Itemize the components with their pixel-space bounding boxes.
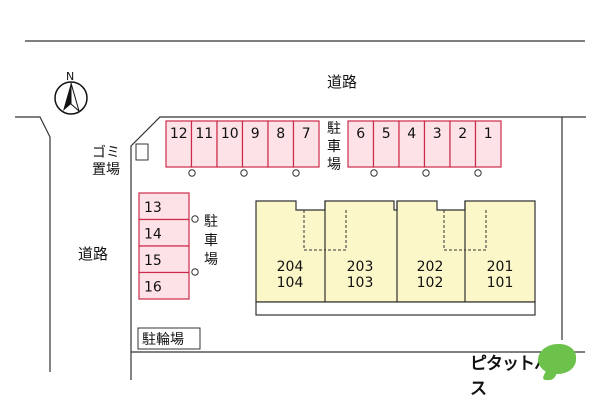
unit-number-lower: 103	[347, 275, 374, 291]
wheel-stop	[422, 169, 430, 177]
stairwell-outline	[464, 210, 487, 251]
parking-space-number: 16	[144, 280, 162, 296]
balcony-strip	[255, 301, 536, 316]
parking-space-number: 5	[382, 126, 391, 142]
parking-label-char-1: 駐	[327, 121, 341, 137]
parking-space-11	[190, 120, 218, 168]
parking-space-number: 13	[144, 200, 162, 216]
parking-space-number: 12	[170, 126, 188, 142]
wheel-stop	[292, 169, 300, 177]
road-label-left: 道路	[78, 245, 108, 263]
garbage-box-icon	[135, 143, 149, 161]
wheel-stop	[474, 169, 482, 177]
parking-space-13	[138, 192, 190, 221]
unit-number-lower: 104	[277, 275, 304, 291]
parking-space-14	[138, 218, 190, 247]
parking-space-number: 14	[144, 227, 162, 243]
bicycle-parking-box	[137, 327, 201, 350]
unit-number-lower: 101	[487, 275, 514, 291]
parking-space-8	[267, 120, 295, 168]
parking-label-char-2: 車	[327, 138, 341, 155]
parking-side-char-3: 場	[204, 252, 218, 268]
unit-number-upper: 202	[417, 259, 444, 275]
parking-side-label: 駐 車 場	[204, 214, 218, 268]
parking-space-number: 4	[407, 126, 416, 142]
parking-space-3	[423, 120, 451, 168]
parking-column-side: 13 14 15 16	[138, 192, 190, 300]
parking-space-6	[347, 120, 375, 168]
road-boundary-left	[15, 116, 51, 372]
parking-space-number: 11	[195, 126, 213, 142]
wheel-stop	[191, 215, 199, 223]
bicycle-parking-label: 駐輪場	[142, 331, 184, 348]
parking-space-1	[474, 120, 502, 168]
parking-space-number: 9	[251, 126, 260, 142]
wheel-stops-top	[188, 169, 482, 177]
lot-boundary	[130, 116, 586, 380]
unit-number-upper: 204	[277, 259, 304, 275]
brand-logo: ピタットハウス	[470, 342, 580, 399]
parking-space-4	[398, 120, 426, 168]
leaf-icon	[538, 344, 576, 374]
parking-space-number: 6	[356, 126, 365, 142]
garbage-label-line1: ゴミ	[92, 144, 120, 161]
parking-space-number: 1	[484, 126, 493, 142]
parking-space-number: 3	[433, 126, 442, 142]
wheel-stop	[370, 169, 378, 177]
unit-number-upper: 203	[347, 259, 374, 275]
parking-space-number: 15	[144, 253, 162, 269]
garbage-label-line2: 置場	[92, 162, 120, 178]
parking-space-16	[138, 271, 190, 300]
north-label: N	[66, 70, 74, 83]
unit-number-upper: 201	[487, 259, 514, 275]
parking-label-char-3: 場	[327, 157, 341, 173]
wheel-stop	[188, 169, 196, 177]
road-label-top: 道路	[327, 73, 357, 91]
parking-side-char-1: 駐	[204, 214, 218, 230]
parking-space-number: 8	[276, 126, 285, 142]
stairwell-outline	[324, 210, 347, 251]
parking-space-5	[372, 120, 400, 168]
parking-space-number: 10	[221, 126, 239, 142]
parking-space-number: 7	[302, 126, 311, 142]
garbage-area: ゴミ 置場	[92, 143, 149, 178]
parking-space-number: 2	[458, 126, 467, 142]
wheel-stop	[240, 169, 248, 177]
parking-space-9	[241, 120, 269, 168]
wheel-stop	[191, 268, 199, 276]
wheel-stops-side	[191, 215, 199, 276]
unit-number-lower: 102	[417, 275, 444, 291]
north-arrow-icon: N	[54, 70, 88, 115]
parking-side-char-2: 車	[204, 232, 218, 249]
parking-label-top: 駐 車 場	[327, 121, 341, 173]
parking-space-12	[165, 120, 193, 168]
parking-space-7	[292, 120, 320, 168]
